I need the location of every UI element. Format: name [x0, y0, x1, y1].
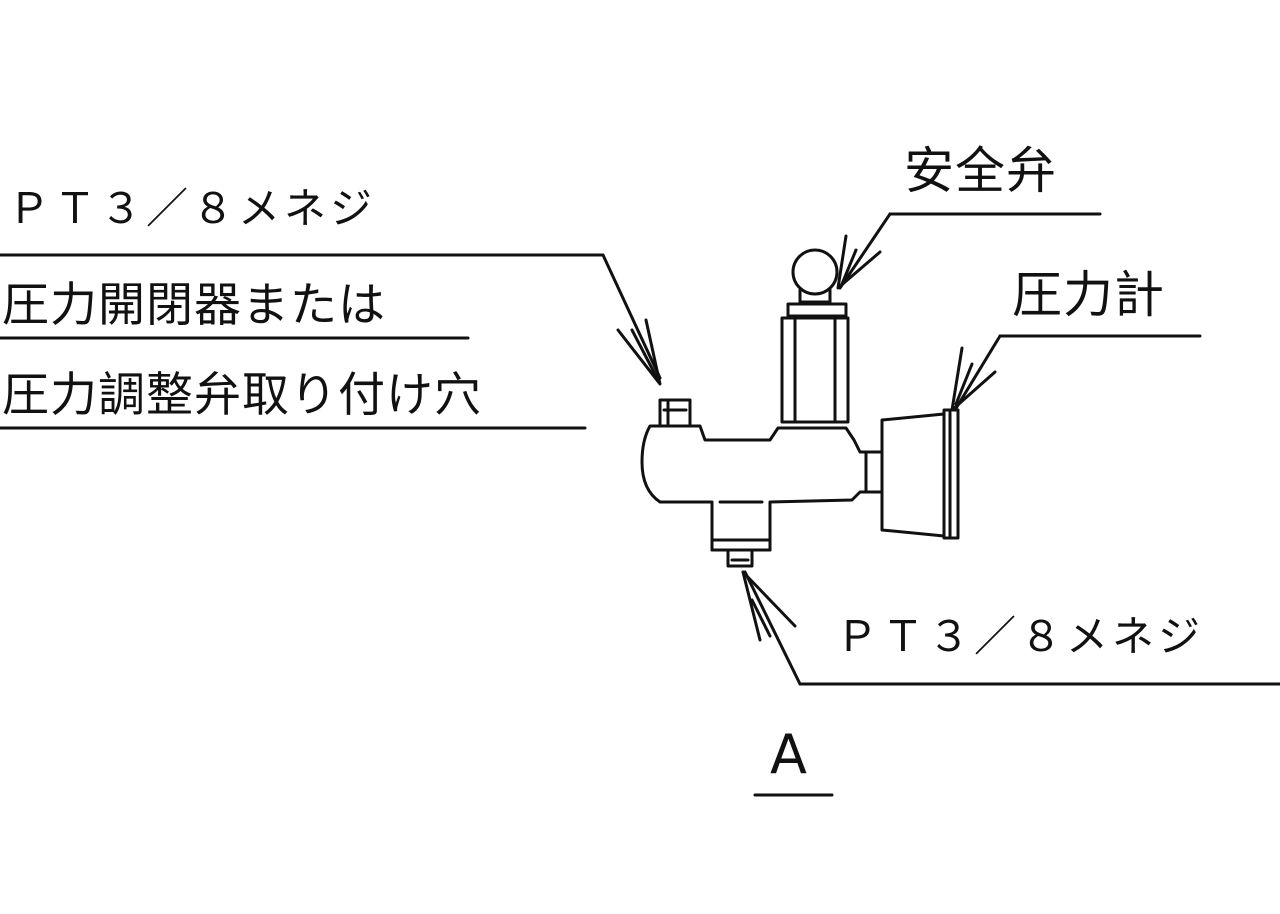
label-safety-valve: 安全弁: [904, 142, 1057, 200]
label-pt-thread-top: ＰＴ３／８メネジ: [8, 184, 377, 233]
label-view-a: A: [770, 723, 807, 786]
leader-safety-valve: [836, 212, 1102, 290]
top-port-fitting: [658, 398, 692, 428]
pressure-gauge-symbol: [864, 408, 960, 540]
safety-valve-symbol: [780, 248, 850, 424]
label-mount-hole-line1: 圧力開閉器または: [2, 278, 386, 333]
bottom-port-fitting: [726, 550, 754, 568]
leader-pressure-gauge: [950, 334, 1202, 412]
leader-top-left: [0, 253, 662, 386]
label-mount-hole-line2: 圧力調整弁取り付け穴: [2, 368, 482, 423]
valve-body: [640, 424, 868, 552]
label-pt-thread-bottom: ＰＴ３／８メネジ: [836, 612, 1205, 661]
label-pressure-gauge: 圧力計: [1012, 266, 1165, 324]
leader-bottom-thread: [741, 570, 1280, 686]
